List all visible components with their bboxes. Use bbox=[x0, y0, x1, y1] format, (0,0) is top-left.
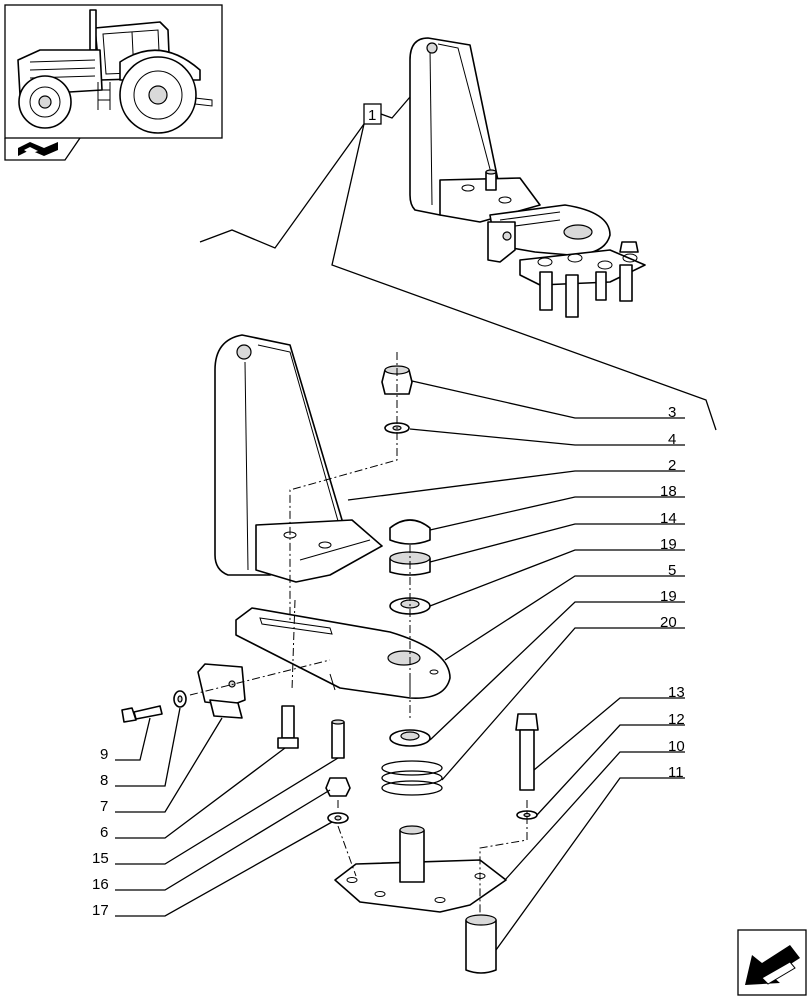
nut-part-3 bbox=[381, 365, 413, 395]
callout-16: 16 bbox=[92, 876, 109, 893]
open-book-icon bbox=[4, 137, 81, 161]
assembly-label: 1 bbox=[368, 107, 376, 124]
washer-part-4 bbox=[384, 422, 410, 434]
bolt-part-13 bbox=[515, 713, 539, 791]
callout-8: 8 bbox=[100, 772, 108, 789]
callout-5: 5 bbox=[668, 562, 676, 579]
callout-20: 20 bbox=[660, 614, 677, 631]
alignment-lines bbox=[189, 352, 528, 915]
arrow-navigation-icon[interactable] bbox=[737, 929, 807, 996]
callout-4: 4 bbox=[668, 431, 676, 448]
callout-2: 2 bbox=[668, 457, 676, 474]
bracket-part-2 bbox=[214, 334, 383, 583]
callout-13: 13 bbox=[668, 684, 685, 701]
callout-7: 7 bbox=[100, 798, 108, 815]
callout-3: 3 bbox=[668, 404, 676, 421]
bearing-part-19-lower bbox=[389, 729, 431, 747]
assembled-bracket-view bbox=[409, 37, 646, 318]
plate-part-7 bbox=[197, 663, 246, 719]
spring-part-20 bbox=[381, 760, 443, 796]
washer-part-17 bbox=[327, 812, 349, 824]
stud-part-15 bbox=[331, 719, 345, 759]
callout-19a: 19 bbox=[660, 536, 677, 553]
washer-part-8 bbox=[173, 690, 187, 708]
base-plate-part-10 bbox=[334, 825, 507, 913]
arm-part-5 bbox=[235, 607, 451, 699]
callout-17: 17 bbox=[92, 902, 109, 919]
callout-10: 10 bbox=[668, 738, 685, 755]
callout-6: 6 bbox=[100, 824, 108, 841]
callout-labels: 3 4 2 18 14 19 5 19 20 13 12 10 11 9 8 7… bbox=[92, 404, 685, 919]
leader-lines-right bbox=[347, 380, 685, 951]
callout-11: 11 bbox=[668, 764, 684, 781]
callout-12: 12 bbox=[668, 711, 685, 728]
nut-part-16 bbox=[325, 777, 351, 797]
assembly-callout: 1 bbox=[199, 89, 717, 431]
cap-part-18 bbox=[389, 519, 431, 545]
callout-19b: 19 bbox=[660, 588, 677, 605]
callout-15: 15 bbox=[92, 850, 109, 867]
leader-lines-left bbox=[115, 707, 339, 917]
bolt-part-6 bbox=[277, 705, 299, 749]
callout-14: 14 bbox=[660, 510, 677, 527]
bolt-part-9 bbox=[121, 705, 163, 723]
callout-18: 18 bbox=[660, 483, 677, 500]
tractor-thumbnail-icon bbox=[4, 4, 223, 139]
spacer-part-11 bbox=[465, 914, 497, 974]
callout-9: 9 bbox=[100, 746, 108, 763]
